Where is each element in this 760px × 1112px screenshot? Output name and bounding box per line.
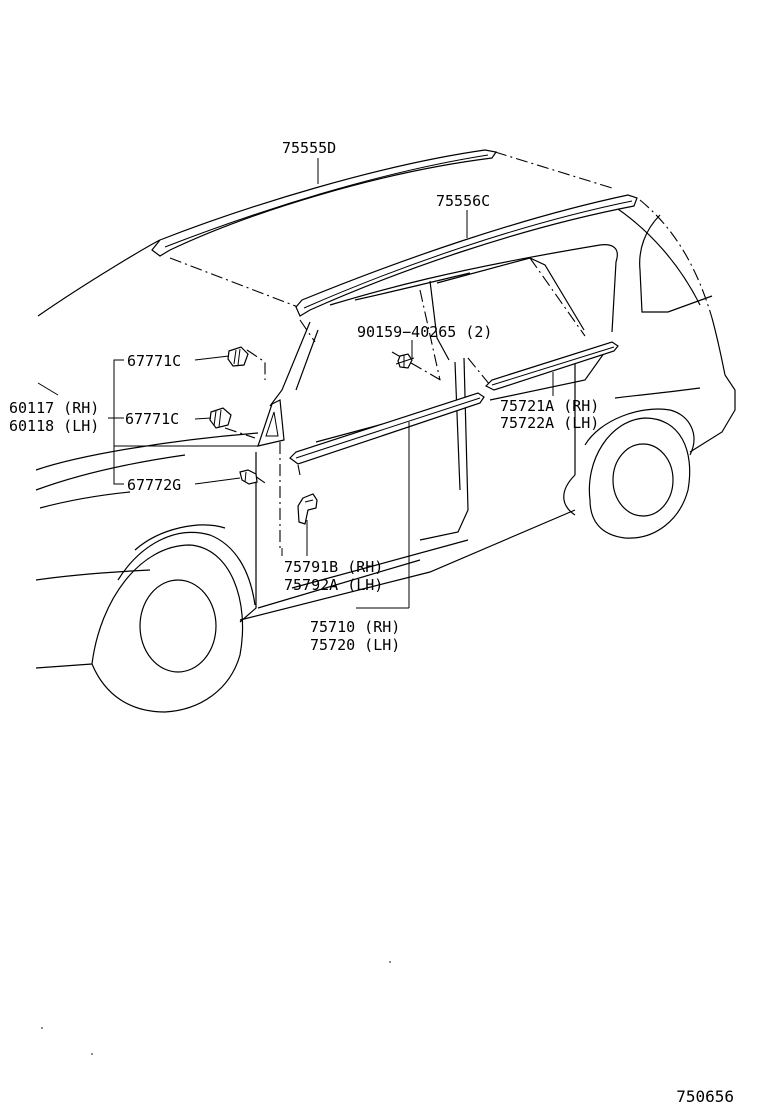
label-75792a: 75792A (LH) — [284, 576, 383, 594]
clip-67771c-b-icon — [209, 407, 232, 429]
label-75722a: 75722A (LH) — [500, 414, 599, 432]
belt-molding-75710 — [289, 392, 485, 465]
label-67771c-a: 67771C — [127, 352, 181, 370]
label-67772g: 67772G — [127, 476, 181, 494]
figure-number: 750656 — [676, 1087, 734, 1106]
roof-drip-molding-75555d — [151, 149, 498, 257]
label-75720: 75720 (LH) — [310, 636, 400, 654]
vehicle-outline — [35, 151, 736, 713]
label-60117: 60117 (RH) — [9, 399, 99, 417]
label-60118: 60118 (LH) — [9, 417, 99, 435]
label-75710: 75710 (RH) — [310, 618, 400, 636]
fender-corner-60117 — [257, 399, 285, 447]
label-75555d: 75555D — [282, 139, 336, 157]
label-75556c: 75556C — [436, 192, 490, 210]
label-75721a: 75721A (RH) — [500, 397, 599, 415]
label-67771c-b: 67771C — [125, 410, 179, 428]
screw-90159-icon — [395, 353, 415, 369]
label-75791b: 75791B (RH) — [284, 558, 383, 576]
clip-67772g-icon — [239, 469, 258, 485]
label-90159-40265: 90159−40265 (2) — [357, 323, 492, 341]
belt-molding-75721a — [484, 341, 619, 391]
bracket-75791b-icon — [297, 493, 318, 525]
leader-lines — [108, 158, 554, 609]
roof-drip-molding-75556c — [295, 194, 638, 317]
clip-67771c-a-icon — [227, 346, 249, 367]
